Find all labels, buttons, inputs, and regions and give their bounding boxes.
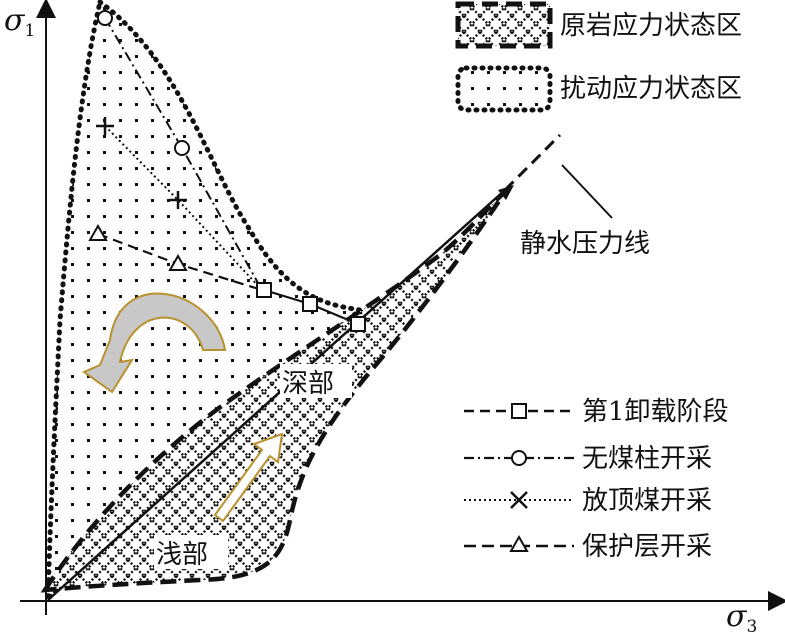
series-no-pillar-point <box>174 140 190 156</box>
series-no-pillar-point <box>97 10 113 26</box>
series-unloading-point <box>256 282 272 298</box>
legend-protective-layer-label: 保护层开采 <box>582 532 712 562</box>
legend-top-coal-label: 放顶煤开采 <box>582 486 712 516</box>
legend-no-pillar: 无煤柱开采 <box>464 444 712 474</box>
series-top-coal-line <box>104 125 263 291</box>
legend-protective-layer: 保护层开采 <box>464 532 712 562</box>
series-protective-layer-point <box>168 253 188 271</box>
legend-top-coal: 放顶煤开采 <box>464 486 712 516</box>
static-line-label: 静水压力线 <box>520 229 650 259</box>
legend-unloading-label: 第1卸载阶段 <box>582 397 729 427</box>
static-line-leader <box>561 164 613 219</box>
legend-disturbed-swatch <box>455 65 553 113</box>
static-pressure-line <box>47 189 506 601</box>
legend-in-situ-label: 原岩应力状态区 <box>560 11 742 41</box>
static-line-arrowhead <box>498 185 514 200</box>
series-unloading-point <box>302 296 318 312</box>
series-top-coal-point <box>96 117 114 135</box>
legend-in-situ-swatch <box>455 1 553 49</box>
deep-label: 深部 <box>282 369 334 399</box>
series-unloading-point <box>350 316 366 332</box>
series-protective-layer-point <box>88 223 108 241</box>
deepening-arrow <box>213 432 284 523</box>
series-top-coal-point <box>169 191 187 209</box>
shallow-label: 浅部 <box>156 540 208 570</box>
legend-disturbed-label: 扰动应力状态区 <box>560 74 742 104</box>
static-pressure-line-extension <box>503 133 562 192</box>
deep-label-bg <box>280 364 352 398</box>
legend-unloading: 第1卸载阶段 <box>464 397 729 427</box>
shallow-label-bg <box>154 535 228 569</box>
rotation-arrow <box>81 292 227 394</box>
legend-no-pillar-label: 无煤柱开采 <box>582 444 712 474</box>
y-axis-label: σ1 <box>4 3 35 41</box>
x-axis-label: σ3 <box>726 599 757 636</box>
